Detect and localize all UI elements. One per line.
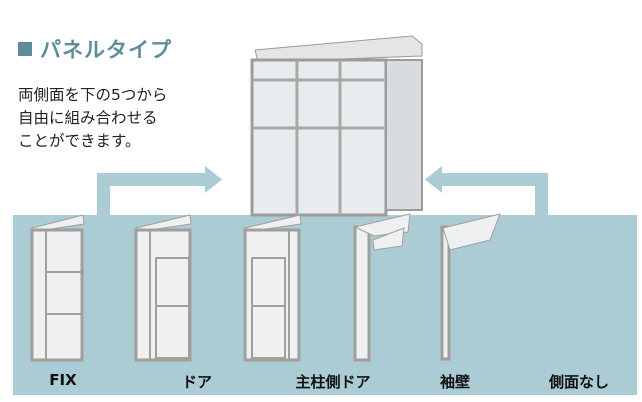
main-product-image (250, 35, 423, 217)
post-side-door-panel-image (243, 214, 302, 362)
description-line: ことができます。 (18, 132, 141, 150)
no-side-panel-image (440, 213, 501, 361)
option-label-fix: FIX (49, 371, 77, 389)
right-arrow-icon (425, 166, 548, 218)
option-label-post-side-door: 主柱側ドア (295, 373, 371, 391)
left-arrow-icon (97, 166, 222, 218)
section-title: パネルタイプ (18, 34, 172, 64)
description-line: 自由に組み合わせる (18, 109, 158, 127)
section-title-text: パネルタイプ (40, 38, 172, 62)
option-label-no-side: 側面なし (548, 373, 609, 391)
description: 両側面を下の5つから 自由に組み合わせる ことができます。 (18, 84, 167, 153)
option-label-door: ドア (181, 373, 212, 391)
description-line: 両側面を下の5つから (18, 86, 168, 104)
square-bullet-icon (18, 42, 32, 56)
door-panel-image (134, 214, 192, 362)
option-label-wing-wall: 袖壁 (439, 373, 470, 391)
options-band (13, 215, 637, 395)
wing-wall-panel-image (353, 213, 411, 362)
fix-panel-image (30, 214, 85, 362)
